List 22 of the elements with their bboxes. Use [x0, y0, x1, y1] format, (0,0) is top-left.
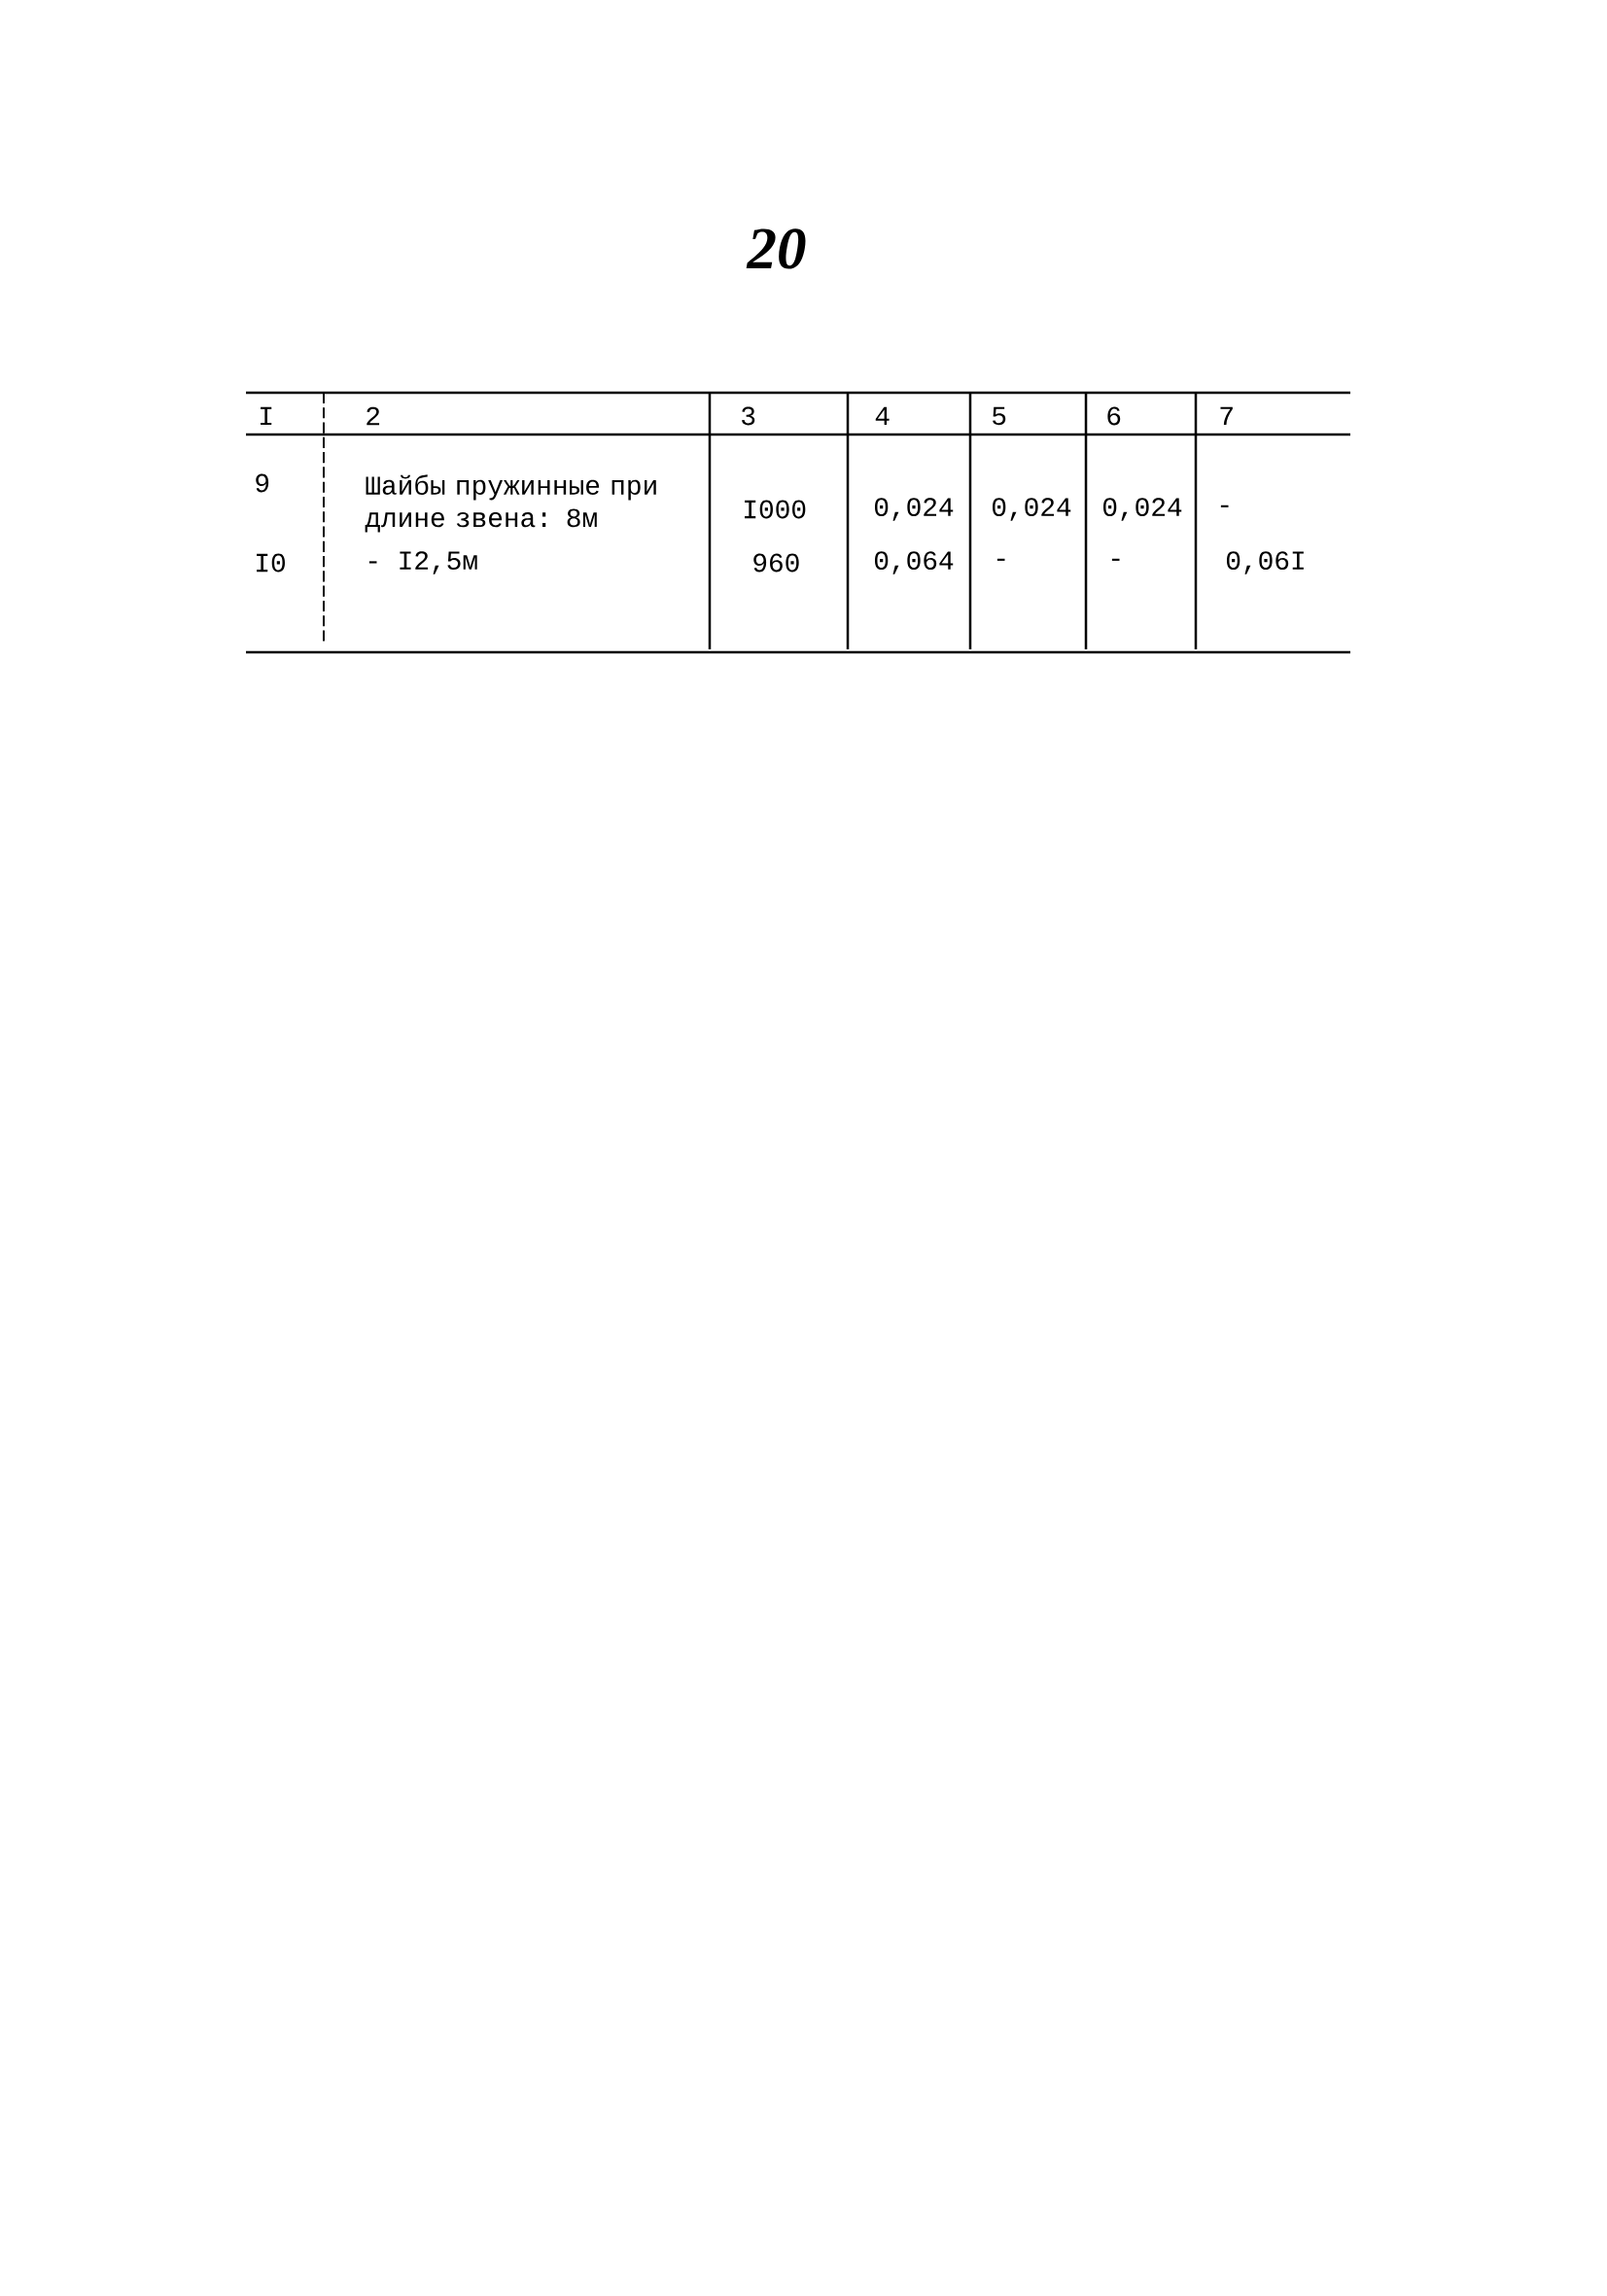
- page-number: 20: [746, 228, 806, 269]
- header-cell: 3: [742, 406, 755, 426]
- table-cell: Шайбы пружинные при длине звена: 8м: [365, 474, 656, 533]
- table-cell: 9: [256, 473, 269, 493]
- table-cell: I0: [257, 553, 285, 573]
- table-cell: -: [1220, 504, 1229, 507]
- header-cell: 4: [875, 406, 890, 426]
- table-cell: 0,024: [1103, 498, 1182, 521]
- header-cell: 5: [993, 406, 1006, 426]
- header-cell: 2: [367, 406, 380, 426]
- header-cell: I: [261, 406, 272, 426]
- table-cell: -: [996, 558, 1005, 561]
- table-cell: 0,024: [993, 498, 1071, 521]
- table-cell: I000: [745, 500, 806, 519]
- header-cell: 6: [1107, 406, 1121, 426]
- table-cell: -: [1111, 558, 1120, 561]
- table-cell: 0,024: [875, 498, 954, 521]
- header-cell: 7: [1220, 406, 1233, 426]
- table-cell: 0,064: [875, 551, 954, 574]
- table-cell: 0,06I: [1227, 551, 1304, 574]
- table-cell: - I2,5м: [368, 551, 477, 574]
- table-cell: 960: [753, 553, 799, 573]
